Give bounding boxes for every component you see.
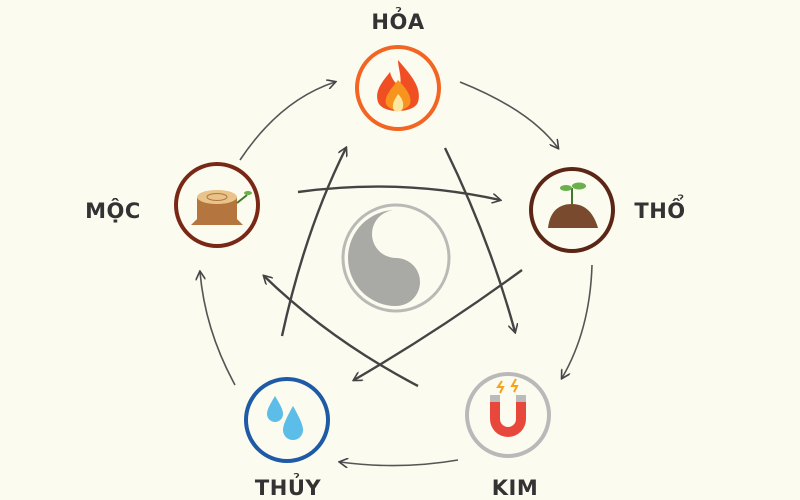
element-moc [174, 162, 260, 248]
arrow-hoa-to-tho [459, 81, 558, 148]
element-thuy [244, 377, 330, 463]
water-drops-icon [267, 396, 303, 440]
arrow-thuy-to-hoa [280, 148, 346, 337]
generating-cycle-arrows [200, 81, 593, 466]
arrow-tho-to-thuy [354, 269, 523, 380]
element-tho [529, 167, 615, 253]
tree-stump-icon [191, 190, 252, 225]
arrow-moc-to-tho [297, 185, 500, 200]
label-tho: THỔ [634, 199, 686, 223]
element-hoa [355, 45, 441, 131]
fire-icon [377, 60, 419, 112]
soil-sprout-icon [548, 182, 598, 228]
magnet-icon [490, 378, 526, 437]
yin-yang-icon [341, 203, 451, 313]
arrow-kim-to-thuy [340, 460, 459, 466]
label-thuy: THỦY [254, 476, 322, 500]
arrow-thuy-to-moc [200, 272, 236, 386]
controlling-cycle-arrows [264, 147, 523, 388]
element-kim [465, 372, 551, 458]
label-moc: MỘC [85, 199, 141, 223]
arrow-moc-to-hoa [239, 82, 335, 161]
label-hoa: HỎA [371, 10, 425, 34]
arrow-tho-to-kim [562, 264, 593, 378]
label-kim: KIM [491, 476, 539, 500]
arrow-kim-to-moc [264, 276, 419, 388]
arrow-hoa-to-kim [443, 147, 515, 332]
